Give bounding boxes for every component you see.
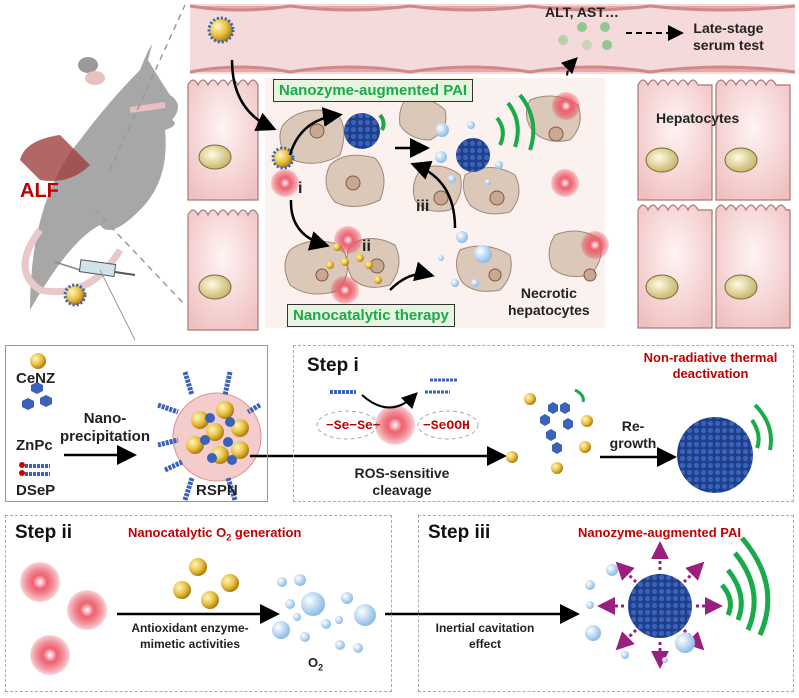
therapy-label-box: Nanocatalytic therapy — [287, 304, 455, 327]
pai-note: Nanozyme-augmented PAI — [578, 525, 742, 540]
pai-label-box: Nanozyme-augmented PAI — [273, 79, 474, 102]
nanozyme-cluster — [344, 113, 380, 149]
o2-generation-note: Nanocatalytic O2 generation — [128, 525, 302, 543]
step-i-title: Step i — [307, 355, 359, 376]
serum-markers — [558, 22, 612, 50]
regrowth-label: Re- growth — [609, 418, 657, 451]
antioxidant-label: Antioxidant enzyme- mimetic activities — [131, 621, 249, 651]
nanozyme-cluster — [677, 417, 753, 493]
o2-label: O2 — [308, 655, 324, 673]
dsep-icon — [19, 462, 50, 476]
step-marker-iii: iii — [416, 198, 430, 215]
hepatocytes-label: Hepatocytes — [656, 110, 740, 126]
necrotic-label: Necrotic hepatocytes — [508, 285, 590, 318]
nanoprecipitation-label: Nano- precipitation — [60, 410, 151, 445]
serum-test-label: Late-stage serum test — [693, 20, 764, 53]
ros-spots — [271, 92, 609, 304]
cavitation-label: Inertial cavitation effect — [435, 621, 535, 651]
seleninic-acid-label: −SeOOH — [423, 418, 470, 433]
nanozyme-cluster — [456, 138, 490, 172]
blood-vessel — [190, 4, 795, 74]
step-marker-i: i — [298, 180, 303, 197]
nanozyme-cluster — [628, 574, 692, 638]
alf-label: ALF — [20, 180, 59, 202]
pa-signal-icon — [720, 536, 771, 637]
step-ii-panel — [5, 515, 392, 692]
rspn-particle-icon — [63, 283, 87, 307]
step-marker-ii: ii — [362, 238, 371, 255]
znpc-label: ZnPc — [16, 437, 53, 454]
diselenide-bond-label: −Se−Se− — [326, 418, 381, 433]
cenz-icon — [30, 353, 46, 369]
step-ii-title: Step ii — [15, 522, 73, 543]
serum-markers-label: ALT, AST… — [545, 4, 619, 20]
step-iii-panel — [418, 515, 794, 692]
cavitation-arrows — [597, 541, 723, 669]
rspn-label: RSPN — [196, 482, 238, 499]
step-iii-title: Step iii — [428, 522, 491, 543]
ros-cleavage-label: ROS-sensitive cleavage — [354, 465, 450, 498]
dsep-label: DSeP — [16, 482, 56, 499]
step-i-panel — [293, 345, 794, 502]
ros-icon — [375, 405, 415, 445]
synthesis-panel — [5, 345, 268, 502]
rspn-nanoparticle — [157, 371, 262, 501]
pa-signal-icon — [378, 93, 536, 151]
cenz-label: CeNZ — [16, 370, 56, 387]
thermal-deactivation-note: Non-radiative thermal deactivation — [643, 350, 778, 381]
znpc-icon — [22, 382, 52, 410]
syringe-icon — [54, 259, 136, 278]
